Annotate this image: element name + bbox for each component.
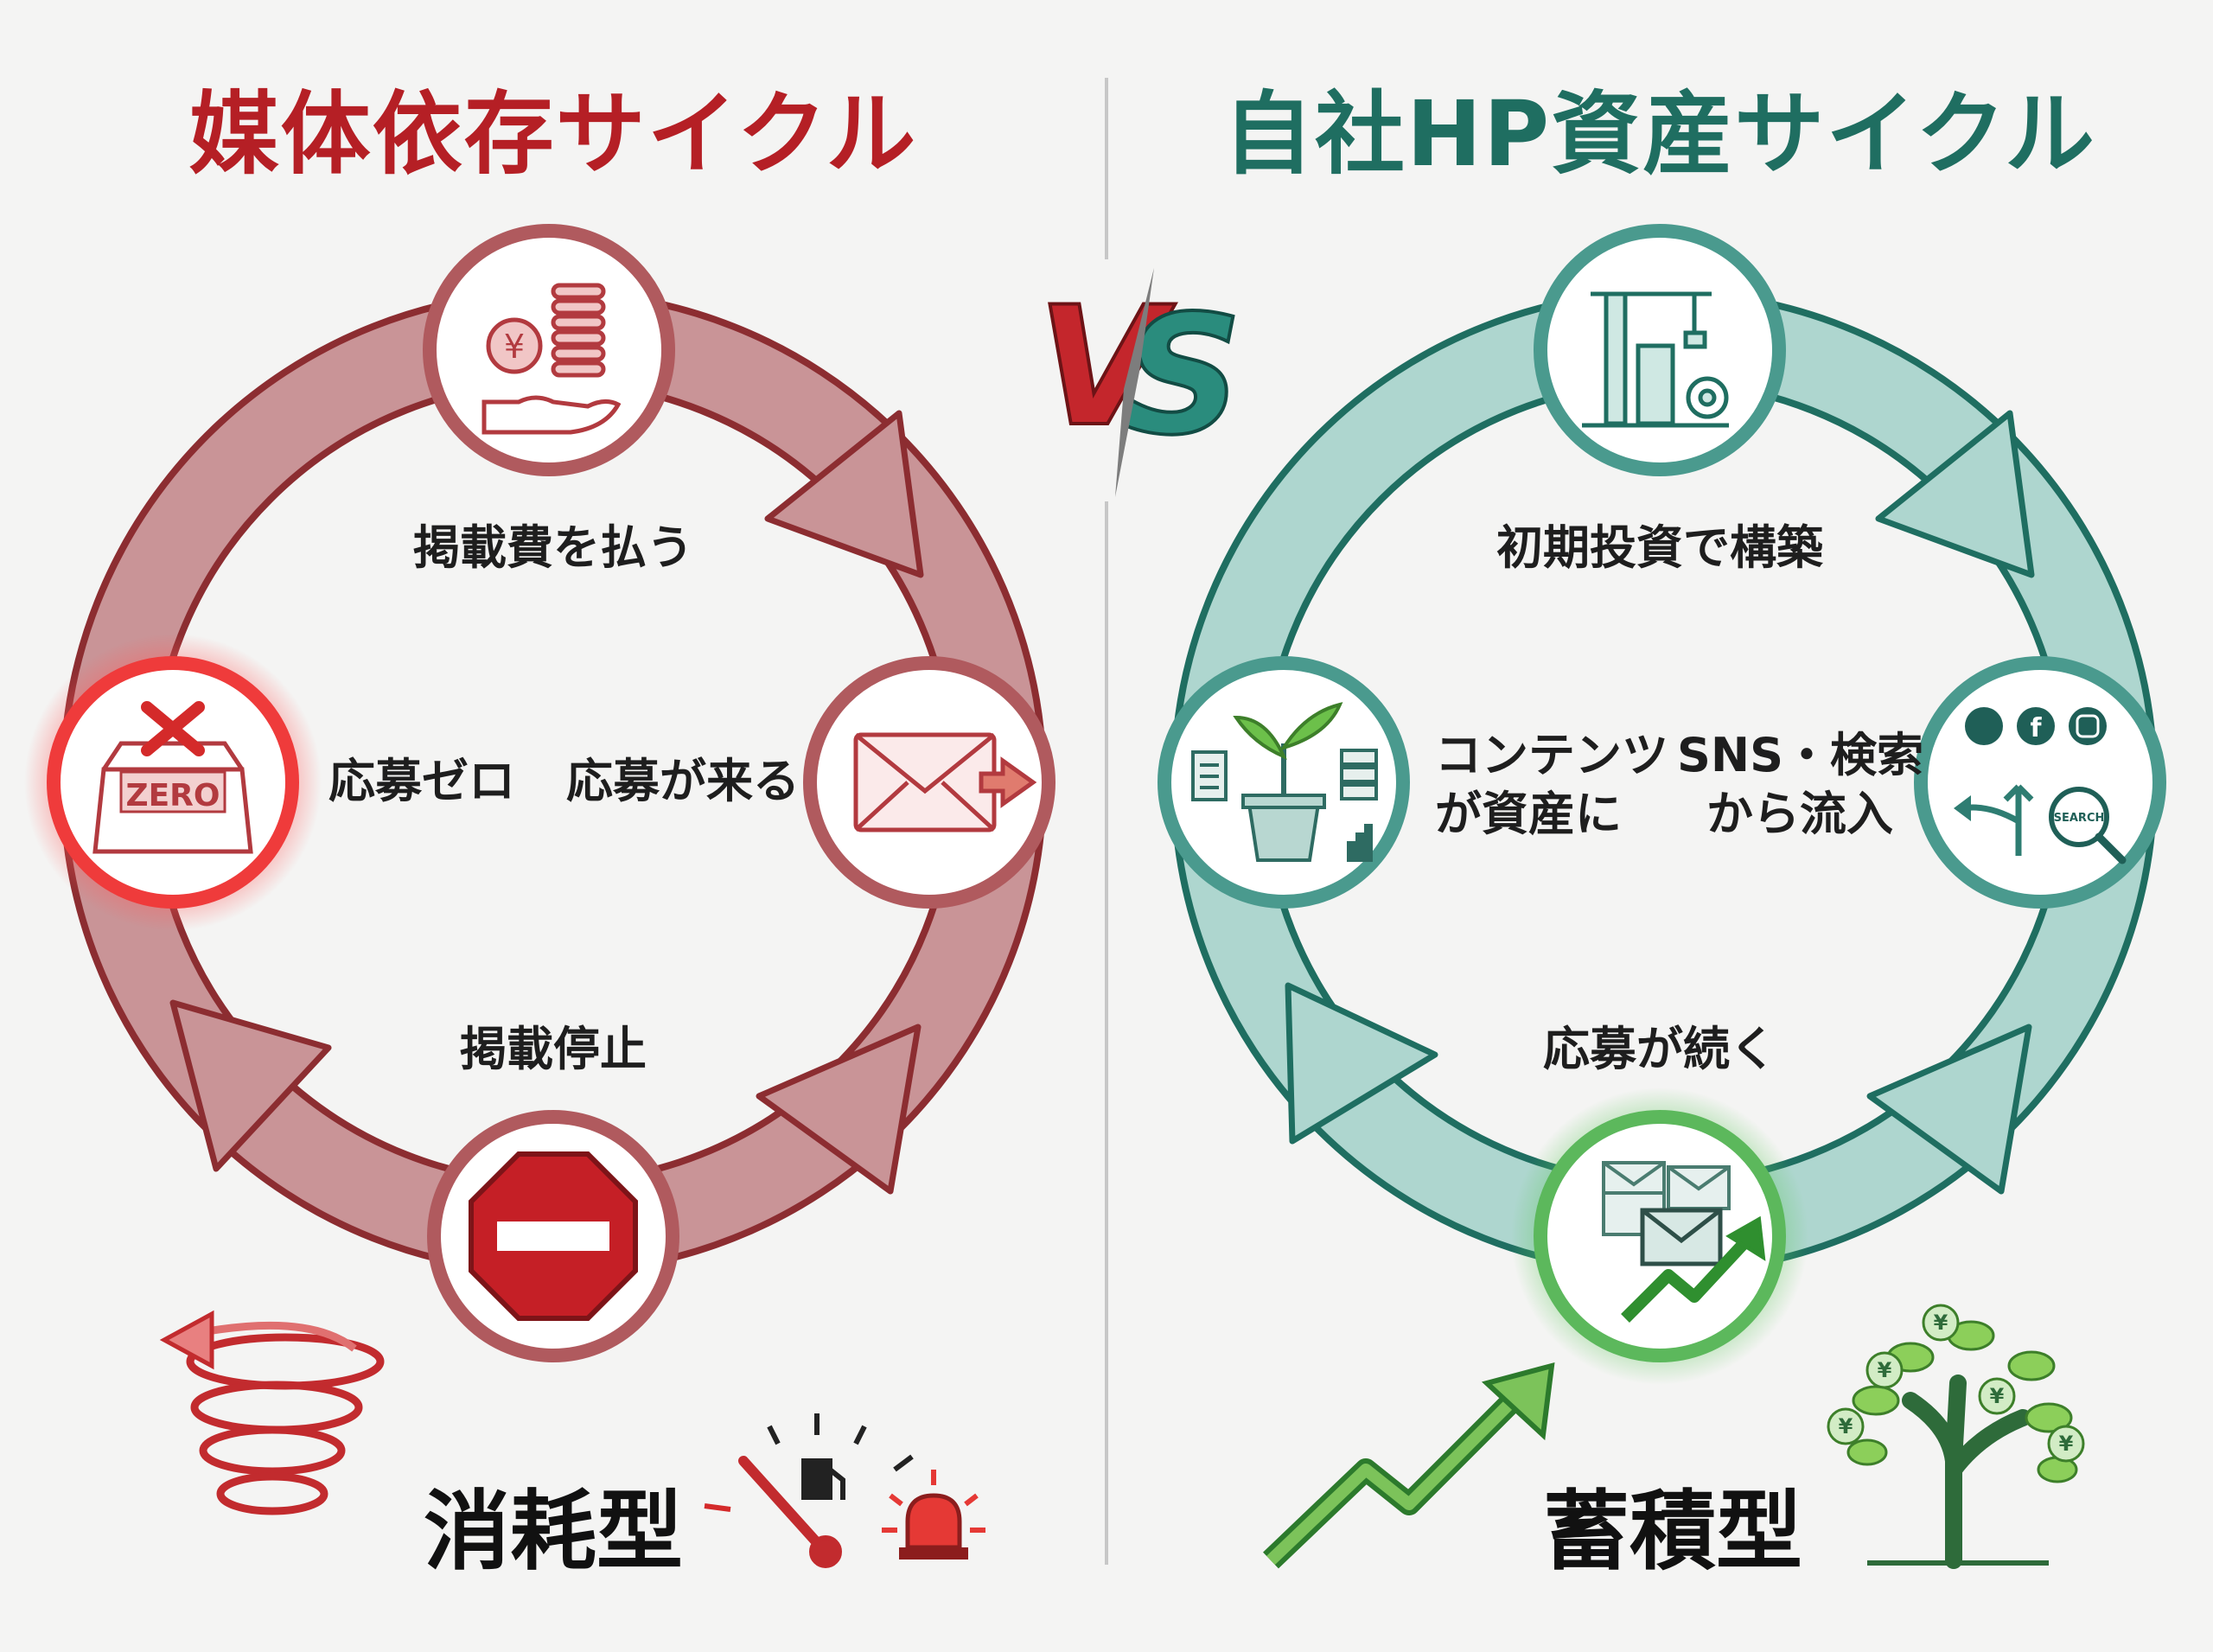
left-type-label: 消耗型 <box>424 1481 683 1582</box>
growing-mail-icon <box>1602 1161 1766 1323</box>
alarm-light-icon <box>882 1470 985 1560</box>
inflow-node: f SEARCH <box>1914 656 2166 909</box>
zero-node: ZERO <box>24 634 322 931</box>
right-title: 自社HP資産サイクル <box>1222 81 2097 187</box>
vs-emblem: V S <box>985 259 1245 501</box>
receive-node <box>803 656 1055 909</box>
stop-sign-icon <box>469 1151 638 1321</box>
step-receive-label: 応募が来る <box>566 754 800 808</box>
center-divider <box>1105 78 1108 1565</box>
fuel-gauge-icon <box>704 1413 914 1568</box>
step-build-label: 初期投資で構築 <box>1496 520 1823 575</box>
plant-pot-icon <box>1191 702 1378 862</box>
step-inflow-label: SNS・検索 から流入 <box>1677 726 1923 843</box>
step-inflow-line2: から流入 <box>1706 786 1893 841</box>
left-title: 媒体依存サイクル <box>188 81 918 187</box>
asset-node <box>1158 656 1410 909</box>
svg-text:¥: ¥ <box>1934 1311 1948 1335</box>
svg-text:f: f <box>2030 713 2042 743</box>
right-ring-arrowheads <box>1285 410 2035 1195</box>
step-zero-label: 応募ゼロ <box>328 754 515 808</box>
svg-text:¥: ¥ <box>2059 1432 2074 1456</box>
build-node <box>1534 224 1786 476</box>
left-panel: 媒体依存サイクル ¥ <box>0 0 1106 1652</box>
social-search-icon: f SEARCH <box>1954 707 2127 864</box>
pay-node: ¥ <box>423 224 675 476</box>
right-type-label: 蓄積型 <box>1543 1481 1802 1582</box>
continue-node <box>1511 1088 1808 1385</box>
crane-building-icon <box>1582 291 1729 428</box>
empty-inbox-icon: ZERO <box>92 701 253 854</box>
step-stop-label: 掲載停止 <box>460 1022 647 1076</box>
left-cycle-diagram: ¥ <box>24 224 1055 1568</box>
svg-text:¥: ¥ <box>1839 1414 1853 1438</box>
svg-text:¥: ¥ <box>1990 1384 2005 1408</box>
coins-hand-icon: ¥ <box>482 283 622 435</box>
left-ring-arrowheads <box>169 410 924 1195</box>
zero-badge: ZERO <box>125 778 220 813</box>
stop-node <box>427 1110 679 1362</box>
right-cycle-diagram: f SEARCH <box>1158 224 2166 1569</box>
svg-text:¥: ¥ <box>504 328 525 366</box>
step-asset-line2: が資産に <box>1435 786 1622 841</box>
envelope-arrow-icon <box>853 732 1037 832</box>
search-badge: SEARCH <box>2054 812 2105 825</box>
vs-letter-s: S <box>1124 280 1242 471</box>
svg-text:¥: ¥ <box>1878 1358 1892 1382</box>
step-continue-label: 応募が続く <box>1543 1022 1776 1076</box>
vs-letter-v: V <box>1037 271 1176 462</box>
step-inflow-line1: SNS・検索 <box>1677 728 1923 782</box>
money-tree-icon: ¥ ¥ ¥ ¥ ¥ <box>1827 1304 2085 1569</box>
right-panel: 自社HP資産サイクル <box>1106 0 2213 1652</box>
step-asset-line1: コンテンツ <box>1435 728 1668 782</box>
step-pay-label: 掲載費を払う <box>413 520 693 575</box>
growth-arrow-icon <box>1263 1362 1555 1569</box>
step-asset-label: コンテンツ が資産に <box>1435 726 1668 843</box>
downward-spiral-icon <box>159 1310 385 1515</box>
